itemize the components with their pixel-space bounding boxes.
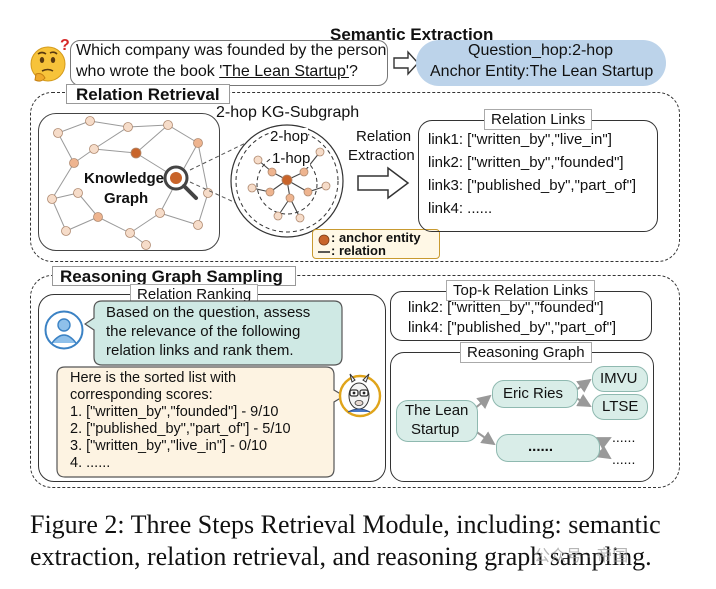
relation-links-title: Relation Links [484,109,593,130]
reasoning-mid-node-2 [496,434,600,462]
subgraph-diagram [230,124,344,238]
knowledge-graph-label-2: Graph [104,190,149,207]
reasoning-leaf-label-2: LTSE [602,398,639,415]
reasoning-mid-label-1: Eric Ries [503,385,564,402]
legend-anchor-text: : anchor entity [331,230,421,245]
reasoning-root-label-1: The Lean [405,402,469,419]
relation-retrieval-panel [30,92,680,262]
reasoning-root-node [396,400,478,442]
question-line-2-pre: who wrote the book [76,63,220,80]
legend-box [312,229,440,259]
prompt-line-1: Based on the question, assess [106,304,311,321]
figure-caption-line-1: Figure 2: Three Steps Retrieval Module, … [30,510,661,539]
reasoning-sampling-title: Reasoning Graph Sampling [60,267,283,286]
reasoning-sampling-panel [30,275,680,488]
reasoning-graph-edges [467,378,612,460]
answer-line-5: 3. ["written_by","live_in"] - 0/10 [70,438,268,454]
legend-relation-text: : relation [331,243,386,258]
relation-link-2: link2: ["written_by","founded"] [428,154,624,171]
answer-line-6: 4. ...... [70,455,111,471]
user-avatar-icon [44,310,84,350]
relation-link-3: link3: ["published_by","part_of"] [428,177,637,194]
relation-retrieval-title: Relation Retrieval [76,85,220,104]
svg-text:?: ? [60,37,70,54]
relation-link-1: link1: ["written_by","live_in"] [428,131,612,148]
reasoning-leaf-label-3: ...... [612,429,636,445]
semantic-output-pill [416,40,666,86]
extraction-arrow-icon [393,50,419,76]
knowledge-graph-label-1: Knowledge [84,170,165,187]
question-line-2-post: ? [348,63,358,80]
watermark: 公众号 · 帝国 [534,548,629,565]
question-book-title: 'The Lean Startup' [219,63,349,80]
thinking-face-icon: ? [30,37,70,82]
question-hop-text: Question_hop:2-hop [468,42,613,59]
reasoning-mid-label-2: ...... [528,438,554,455]
reasoning-mid-node-1 [492,380,578,408]
relation-extraction-label-1: Relation [356,128,412,145]
figure-caption-line-2: extraction, relation retrieval, and reas… [30,542,652,571]
reasoning-leaf-label-4: ...... [612,451,636,467]
reasoning-root-label-2: Startup [411,421,460,438]
relation-extraction-arrow-icon [357,166,410,200]
reasoning-leaf-node-2 [592,394,648,420]
knowledge-graph-box [38,113,220,251]
one-hop-label: 1-hop [272,150,311,168]
relation-link-4: link4: ...... [428,200,493,217]
relation-legend-icon [318,251,330,253]
question-line-1: Which company was founded by the person [76,42,387,59]
answer-line-3: 1. ["written_by","founded"] - 9/10 [70,404,279,420]
topk-links-title: Top-k Relation Links [446,280,596,301]
answer-line-1: Here is the sorted list with [70,370,237,386]
llama-avatar-icon [338,373,382,418]
relation-extraction-label-2: Extraction [348,147,415,164]
reasoning-leaf-label-1: IMVU [600,370,638,387]
anchor-entity-legend-icon [318,234,330,246]
relation-retrieval-title-box [66,84,230,104]
prompt-line-3: relation links and rank them. [106,342,294,359]
anchor-entity-text: Anchor Entity:The Lean Startup [430,63,654,80]
prompt-line-2: the relevance of the following [106,323,301,340]
answer-line-4: 2. ["published_by","part_of"] - 5/10 [70,421,291,437]
subgraph-title: 2-hop KG-Subgraph [216,104,360,121]
answer-line-2: corresponding scores: [70,387,213,403]
prompt-bubble-shape [84,300,343,366]
reasoning-leaf-node-1 [592,366,648,392]
topk-link-2: link4: ["published_by","part_of"] [408,319,617,336]
two-hop-label: 2-hop [270,128,309,146]
question-line-2: who wrote the book 'The Lean Startup'? [76,63,358,81]
semantic-extraction-title: Semantic Extraction [330,25,494,44]
reasoning-graph-title: Reasoning Graph [460,342,592,363]
magnifier-icon [163,165,198,200]
answer-bubble-shape [56,366,346,478]
topk-link-1: link2: ["written_by","founded"] [408,299,604,316]
